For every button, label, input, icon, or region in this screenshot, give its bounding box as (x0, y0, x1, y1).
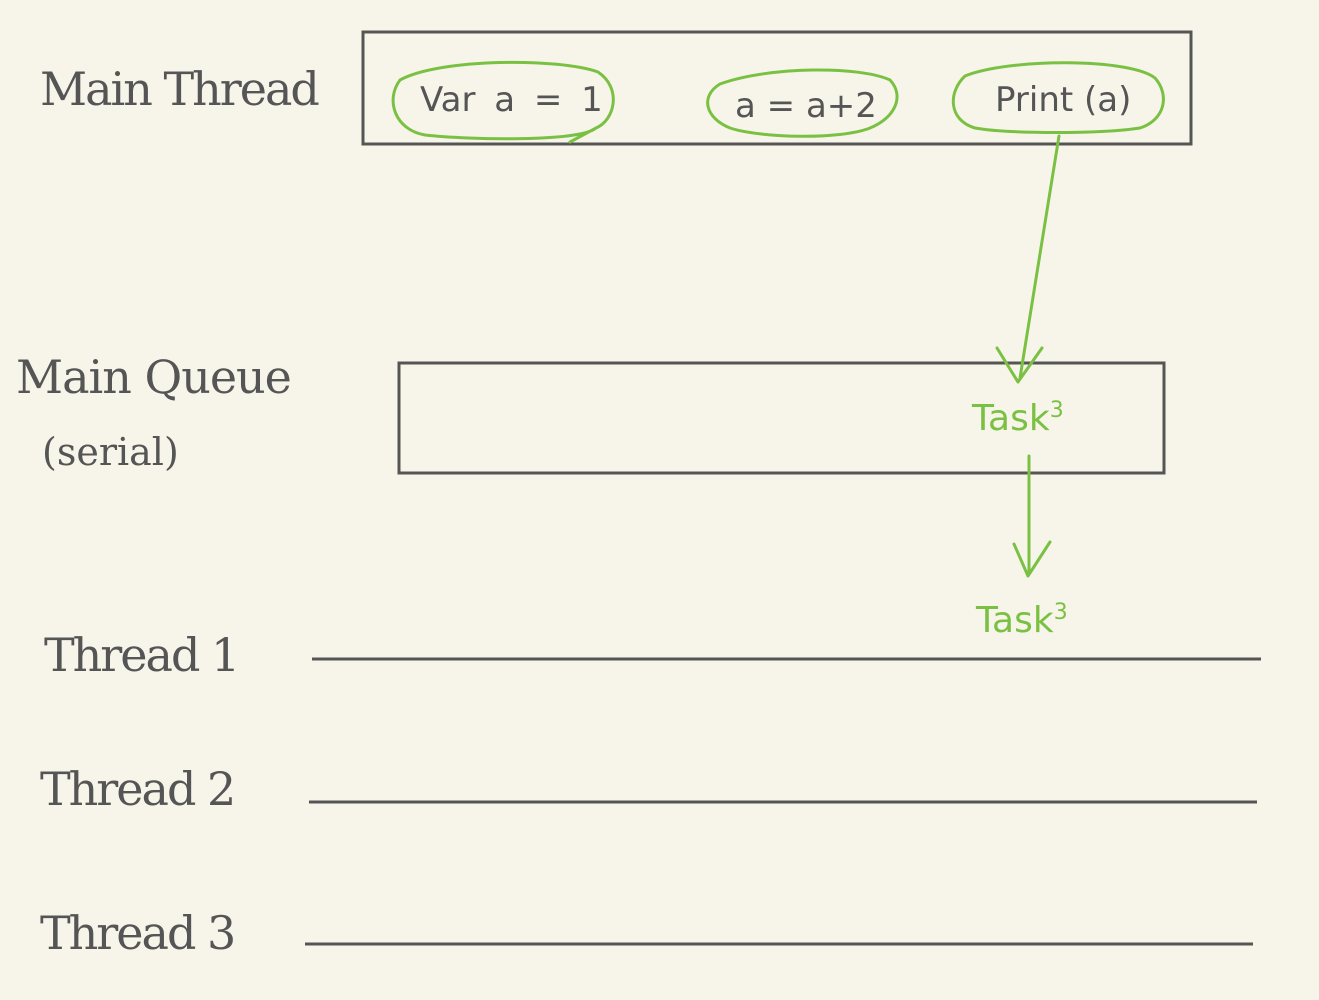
thread-3-label: Thread 3 (40, 906, 236, 960)
statement-a-plus-2: a = a+2 (735, 86, 877, 126)
statement-3-circle (951, 61, 1165, 134)
main-queue-type-label: (serial) (42, 430, 179, 474)
task-in-queue: Task3 (972, 398, 1064, 439)
main-thread-box (361, 30, 1193, 146)
task-in-queue-label: Task (972, 398, 1050, 439)
task-on-thread-1-number: 3 (1053, 600, 1068, 625)
statement-2-circle (706, 68, 899, 138)
main-queue-label: Main Queue (16, 350, 292, 404)
statement-1-circle (391, 60, 615, 144)
arrow-to-queue-head (995, 346, 1044, 384)
statement-print-a: Print (a) (995, 80, 1132, 120)
statement-var-a: Var a = 1 (420, 80, 603, 120)
arrow-to-queue-shaft (1018, 134, 1061, 380)
main-queue-box (397, 361, 1166, 475)
arrow-to-thread-head (1012, 540, 1052, 578)
thread-2-label: Thread 2 (40, 762, 236, 816)
task-on-thread-1-label: Task (976, 600, 1054, 641)
task-on-thread-1: Task3 (976, 600, 1068, 641)
task-in-queue-number: 3 (1049, 398, 1064, 423)
main-thread-label: Main Thread (40, 62, 320, 116)
thread-1-label: Thread 1 (44, 628, 240, 682)
